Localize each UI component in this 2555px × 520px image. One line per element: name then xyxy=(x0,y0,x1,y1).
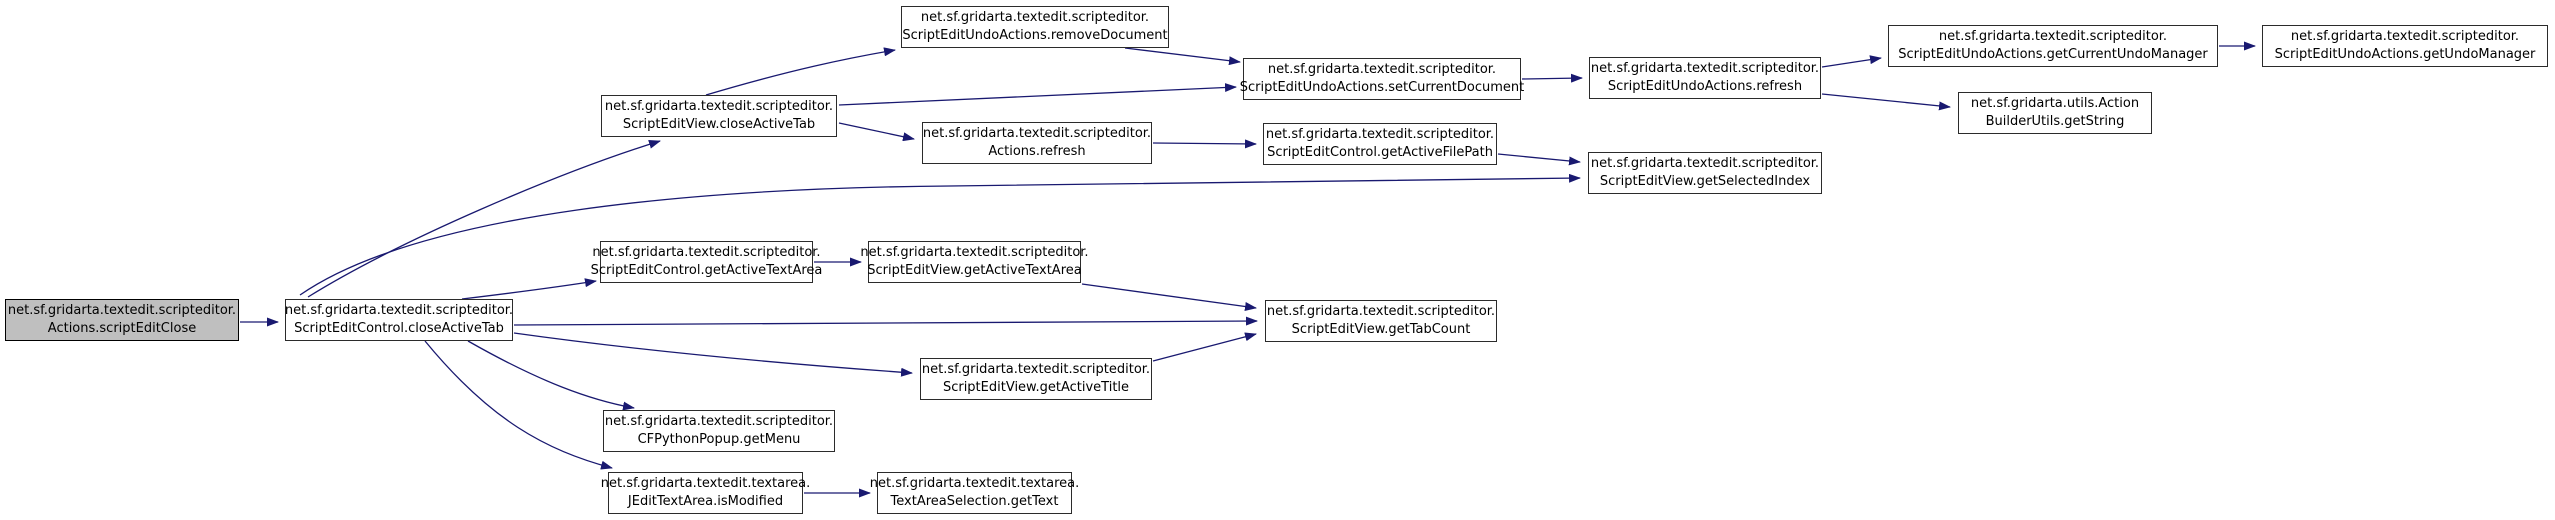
node-label: CFPythonPopup.getMenu xyxy=(637,432,801,447)
node-label: ScriptEditUndoActions.getUndoManager xyxy=(2274,47,2536,62)
node-popup-getMenu[interactable]: net.sf.gridarta.textedit.scripteditor. C… xyxy=(603,410,835,452)
node-label: net.sf.gridarta.textedit.scripteditor. xyxy=(7,303,237,318)
edge-viewGetActiveTextArea-to-getTabCount xyxy=(1081,283,1257,311)
edge-setCurrentDocument-to-undoRefresh xyxy=(1521,73,1583,83)
edge-undoRefresh-to-getString xyxy=(1821,93,1951,111)
node-label: ScriptEditView.getActiveTextArea xyxy=(867,263,1082,278)
node-label: BuilderUtils.getString xyxy=(1985,114,2125,129)
node-textarea-getText[interactable]: net.sf.gridarta.textedit.textarea. TextA… xyxy=(870,472,1079,514)
node-undo-removeDocument[interactable]: net.sf.gridarta.textedit.scripteditor. S… xyxy=(901,6,1169,48)
node-label: ScriptEditView.closeActiveTab xyxy=(622,117,816,132)
node-label: Actions.scriptEditClose xyxy=(47,321,197,336)
node-control-getActiveFilePath[interactable]: net.sf.gridarta.textedit.scripteditor. S… xyxy=(1263,123,1497,165)
node-undo-getUndoManager[interactable]: net.sf.gridarta.textedit.scripteditor. S… xyxy=(2262,25,2548,67)
edge-viewCloseActiveTab-to-setCurrentDocument xyxy=(838,83,1237,106)
node-label: ScriptEditUndoActions.setCurrentDocument xyxy=(1239,80,1525,95)
node-label: ScriptEditControl.getActiveFilePath xyxy=(1267,145,1493,160)
node-view-closeActiveTab[interactable]: net.sf.gridarta.textedit.scripteditor. S… xyxy=(601,95,837,137)
node-label: ScriptEditControl.closeActiveTab xyxy=(294,321,504,336)
node-view-getActiveTitle[interactable]: net.sf.gridarta.textedit.scripteditor. S… xyxy=(920,358,1152,400)
node-textarea-isModified[interactable]: net.sf.gridarta.textedit.textarea. JEdit… xyxy=(601,472,810,514)
node-label: ScriptEditUndoActions.getCurrentUndoMana… xyxy=(1898,47,2208,62)
node-actions-scriptEditClose[interactable]: net.sf.gridarta.textedit.scripteditor. A… xyxy=(5,299,239,341)
edge-viewCloseActiveTab-to-removeDocument xyxy=(705,47,896,96)
node-label: ScriptEditControl.getActiveTextArea xyxy=(590,263,823,278)
node-label: net.sf.gridarta.textedit.scripteditor. xyxy=(920,10,1150,25)
edge-getActiveFilePath-to-getSelectedIndex xyxy=(1497,153,1581,166)
node-label: net.sf.gridarta.textedit.scripteditor. xyxy=(1265,127,1495,142)
node-label: net.sf.gridarta.textedit.scripteditor. xyxy=(2290,29,2520,44)
node-label: TextAreaSelection.getText xyxy=(890,494,1059,509)
node-label: JEditTextArea.isModified xyxy=(627,494,784,509)
node-label: net.sf.gridarta.textedit.scripteditor. xyxy=(284,303,514,318)
node-actions-refresh[interactable]: net.sf.gridarta.textedit.scripteditor. A… xyxy=(922,122,1152,164)
edge-closeActiveTab-to-getMenu xyxy=(467,340,635,411)
node-view-getTabCount[interactable]: net.sf.gridarta.textedit.scripteditor. S… xyxy=(1265,300,1497,342)
edge-closeActiveTab-to-getTabCount xyxy=(513,316,1258,326)
edge-closeActiveTab-to-isModified xyxy=(424,340,613,470)
node-label: net.sf.gridarta.textedit.scripteditor. xyxy=(1938,29,2168,44)
node-label: net.sf.gridarta.textedit.scripteditor. xyxy=(922,126,1152,141)
edge-viewCloseActiveTab-to-actionsRefresh xyxy=(838,122,915,142)
edge-getActiveTitle-to-getTabCount xyxy=(1152,332,1257,362)
node-view-getSelectedIndex[interactable]: net.sf.gridarta.textedit.scripteditor. S… xyxy=(1588,152,1822,194)
node-label: net.sf.gridarta.textedit.textarea. xyxy=(869,476,1080,491)
node-undo-refresh[interactable]: net.sf.gridarta.textedit.scripteditor. S… xyxy=(1589,57,1821,99)
node-view-getActiveTextArea[interactable]: net.sf.gridarta.textedit.scripteditor. S… xyxy=(860,241,1089,283)
node-label: net.sf.gridarta.textedit.scripteditor. xyxy=(1590,61,1820,76)
node-label: net.sf.gridarta.textedit.textarea. xyxy=(600,476,811,491)
node-label: net.sf.gridarta.textedit.scripteditor. xyxy=(1266,304,1496,319)
node-label: net.sf.gridarta.textedit.scripteditor. xyxy=(592,245,821,260)
node-control-getActiveTextArea[interactable]: net.sf.gridarta.textedit.scripteditor. S… xyxy=(591,241,822,283)
edge-closeActiveTab-to-controlGetActiveTextArea xyxy=(461,278,597,300)
node-label: net.sf.gridarta.textedit.scripteditor. xyxy=(860,245,1089,260)
node-label: net.sf.gridarta.textedit.scripteditor. xyxy=(604,414,834,429)
node-label: net.sf.gridarta.textedit.scripteditor. xyxy=(1590,156,1820,171)
node-label: net.sf.gridarta.textedit.scripteditor. xyxy=(1267,62,1497,77)
node-label: net.sf.gridarta.textedit.scripteditor. xyxy=(921,362,1151,377)
node-control-closeActiveTab[interactable]: net.sf.gridarta.textedit.scripteditor. S… xyxy=(285,299,513,341)
edge-undoRefresh-to-getCurrentUndoManager xyxy=(1821,55,1882,68)
edge-closeActiveTab-to-viewCloseActiveTab xyxy=(307,139,661,298)
edge-removeDocument-to-setCurrentDocument xyxy=(1124,47,1241,66)
node-label: ScriptEditView.getTabCount xyxy=(1291,322,1471,337)
node-undo-setCurrentDocument[interactable]: net.sf.gridarta.textedit.scripteditor. S… xyxy=(1240,58,1524,100)
node-utils-getString[interactable]: net.sf.gridarta.utils.Action BuilderUtil… xyxy=(1958,92,2152,134)
node-label: ScriptEditUndoActions.refresh xyxy=(1607,79,1803,94)
node-label: net.sf.gridarta.textedit.scripteditor. xyxy=(604,99,834,114)
node-label: ScriptEditView.getSelectedIndex xyxy=(1599,174,1811,189)
node-undo-getCurrentUndoManager[interactable]: net.sf.gridarta.textedit.scripteditor. S… xyxy=(1888,25,2218,67)
node-label: net.sf.gridarta.utils.Action xyxy=(1970,96,2140,111)
edge-closeActiveTab-to-getActiveTitle xyxy=(513,332,913,377)
edge-actionsRefresh-to-getActiveFilePath xyxy=(1152,139,1257,149)
node-label: Actions.refresh xyxy=(988,144,1086,159)
node-label: ScriptEditUndoActions.removeDocument xyxy=(902,28,1168,43)
node-label: ScriptEditView.getActiveTitle xyxy=(942,380,1130,395)
